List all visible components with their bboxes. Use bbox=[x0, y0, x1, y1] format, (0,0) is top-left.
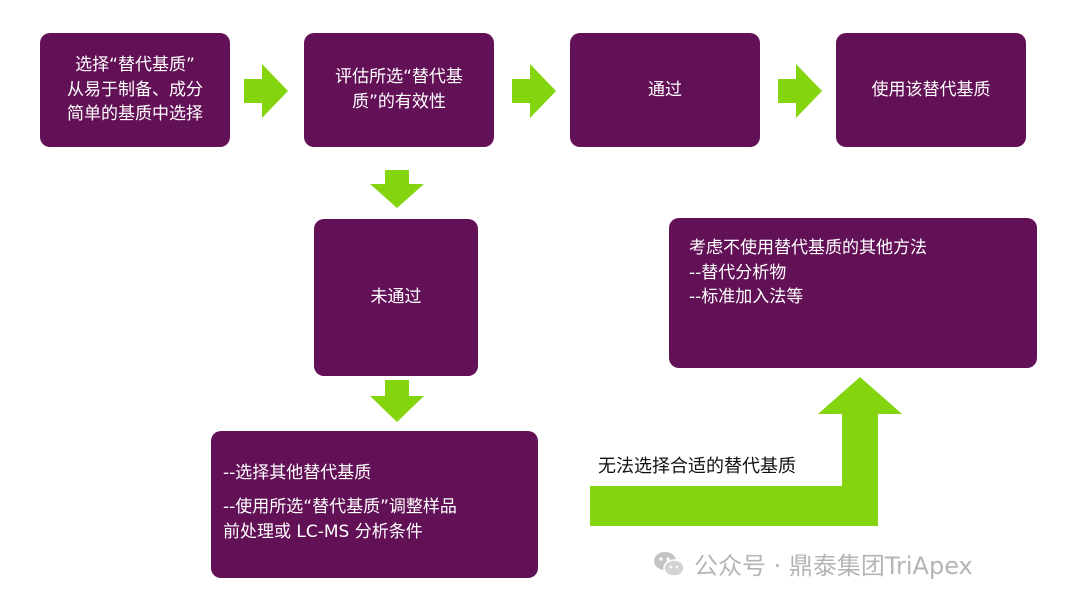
box7-line-2: --使用所选“替代基质”调整样品 bbox=[223, 496, 457, 517]
arrow-right-2 bbox=[512, 64, 556, 118]
select-surrogate-matrix-box: 选择“替代基质” 从易于制备、成分 简单的基质中选择 bbox=[40, 33, 230, 147]
box1-line-3: 简单的基质中选择 bbox=[67, 104, 203, 125]
use-surrogate-matrix-box: 使用该替代基质 bbox=[836, 33, 1026, 147]
box6-line-1: 考虑不使用替代基质的其他方法 bbox=[689, 238, 927, 259]
box2-line-2: 质”的有效性 bbox=[352, 92, 446, 112]
arrow-down-2 bbox=[370, 380, 424, 422]
not-passed-box: 未通过 bbox=[314, 219, 478, 376]
passed-box: 通过 bbox=[570, 33, 760, 147]
watermark-text: 公众号 · 鼎泰集团TriApex bbox=[694, 552, 973, 580]
alternative-methods-box: 考虑不使用替代基质的其他方法 --替代分析物 --标准加入法等 bbox=[669, 218, 1037, 368]
box6-line-2: --替代分析物 bbox=[689, 262, 787, 283]
box7-line-3: 前处理或 LC-MS 分析条件 bbox=[223, 522, 423, 542]
box7-line-1: --选择其他替代基质 bbox=[223, 463, 372, 483]
arrow-elbow bbox=[590, 377, 902, 526]
arrow-right-1 bbox=[244, 64, 288, 118]
box6-line-3: --标准加入法等 bbox=[689, 287, 804, 308]
condition-label: 无法选择合适的替代基质 bbox=[598, 456, 796, 477]
box5-line-1: 未通过 bbox=[370, 287, 422, 308]
box3-line-1: 通过 bbox=[648, 79, 682, 100]
arrow-down-1 bbox=[370, 170, 424, 208]
box2-line-1: 评估所选“替代基 bbox=[335, 67, 463, 88]
adjust-conditions-box: --选择其他替代基质 --使用所选“替代基质”调整样品 前处理或 LC-MS 分… bbox=[211, 431, 538, 578]
box4-line-1: 使用该替代基质 bbox=[871, 79, 991, 100]
box1-line-1: 选择“替代基质” bbox=[75, 55, 195, 76]
watermark: 公众号 · 鼎泰集团TriApex bbox=[652, 546, 973, 581]
arrow-right-3 bbox=[778, 64, 822, 118]
wechat-icon bbox=[654, 551, 685, 577]
evaluate-validity-box: 评估所选“替代基 质”的有效性 bbox=[304, 33, 494, 147]
box1-line-2: 从易于制备、成分 bbox=[67, 79, 203, 100]
